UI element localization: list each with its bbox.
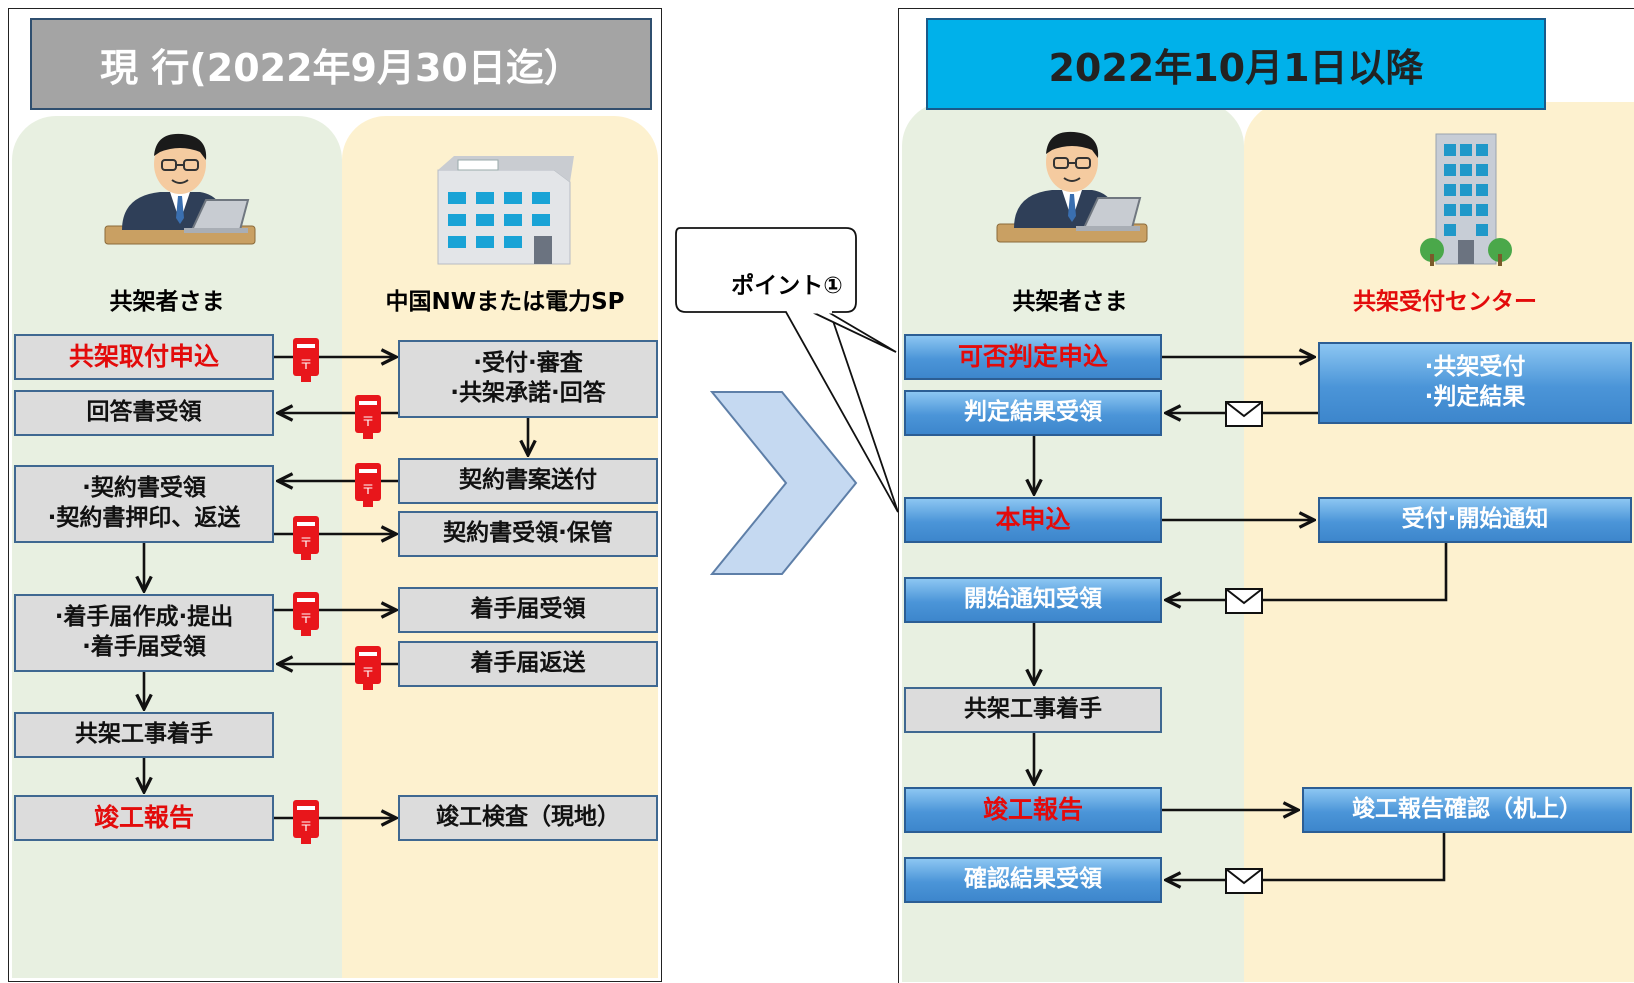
envelope-icon <box>1225 588 1263 614</box>
left-start-create-box: ·着手届作成·提出 ·着手届受領 <box>14 594 274 672</box>
right-work-start-box: 共架工事着手 <box>904 687 1162 733</box>
right-judge-receive-box: 判定結果受領 <box>904 390 1162 436</box>
left-start-receive-box: 着手届受領 <box>398 587 658 633</box>
envelope-icon <box>1225 868 1263 894</box>
tower-building-icon <box>1420 133 1512 266</box>
svg-text:〒: 〒 <box>299 820 312 835</box>
left-complete-report-box: 竣工報告 <box>14 795 274 841</box>
right-org-role: 共架受付センター <box>1353 289 1537 315</box>
right-header: 2022年10月1日以降 <box>926 18 1546 110</box>
left-work-start-box: 共架工事着手 <box>14 712 274 758</box>
chevron-right-icon <box>709 391 858 575</box>
left-org-role: 中国NWまたは電力SP <box>385 289 625 315</box>
callout-label: ポイント① <box>731 273 843 299</box>
right-complete-report-box: 竣工報告 <box>904 787 1162 833</box>
svg-text:〒: 〒 <box>361 415 374 430</box>
left-user-role: 共架者さま <box>109 289 225 315</box>
person-laptop-icon <box>104 133 256 245</box>
postbox-icon: 〒 <box>355 395 381 439</box>
left-draft-send-box: 契約書案送付 <box>398 458 658 504</box>
left-header: 現 行(2022年9月30日迄） <box>30 18 652 110</box>
office-building-icon <box>437 156 574 265</box>
left-contract-receive-box: ·契約書受領 ·契約書押印、返送 <box>14 465 274 543</box>
postbox-icon: 〒 <box>293 516 319 560</box>
right-report-confirm-box: 竣工報告確認（机上） <box>1302 787 1632 833</box>
callout-bubble <box>675 227 899 513</box>
postbox-icon: 〒 <box>293 800 319 844</box>
postbox-icon: 〒 <box>355 646 381 690</box>
svg-text:〒: 〒 <box>361 483 374 498</box>
left-contract-store-box: 契約書受領·保管 <box>398 511 658 557</box>
postbox-icon: 〒 <box>355 463 381 507</box>
svg-text:〒: 〒 <box>299 612 312 627</box>
right-main-apply-box: 本申込 <box>904 497 1162 543</box>
svg-text:〒: 〒 <box>299 358 312 373</box>
left-inspection-box: 竣工検査（現地） <box>398 795 658 841</box>
svg-text:〒: 〒 <box>299 536 312 551</box>
left-start-return-box: 着手届返送 <box>398 641 658 687</box>
right-accept-notice-box: 受付·開始通知 <box>1318 497 1632 543</box>
right-accept-judge-box: ·共架受付 ·判定結果 <box>1318 342 1632 424</box>
right-notice-receive-box: 開始通知受領 <box>904 577 1162 623</box>
arrow-notice-return <box>1166 543 1448 600</box>
postbox-icon: 〒 <box>293 592 319 636</box>
person-laptop-icon <box>996 131 1148 243</box>
svg-text:〒: 〒 <box>361 666 374 681</box>
postbox-icon: 〒 <box>293 338 319 382</box>
arrow-confirm-return <box>1166 833 1446 880</box>
right-user-role: 共架者さま <box>1012 289 1128 315</box>
left-apply-box: 共架取付申込 <box>14 334 274 380</box>
left-review-box: ·受付·審査 ·共架承諾·回答 <box>398 340 658 418</box>
right-judge-apply-box: 可否判定申込 <box>904 334 1162 380</box>
left-reply-receive-box: 回答書受領 <box>14 390 274 436</box>
right-confirm-receive-box: 確認結果受領 <box>904 857 1162 903</box>
envelope-icon <box>1225 401 1263 427</box>
